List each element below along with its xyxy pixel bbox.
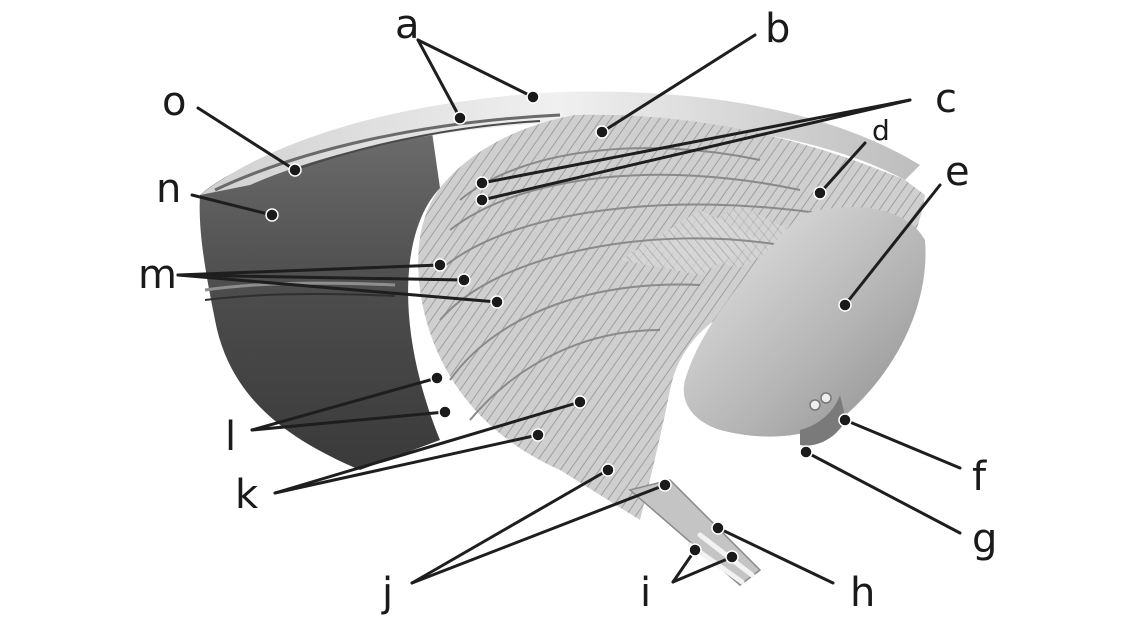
- label-m: m: [138, 252, 177, 298]
- label-f: f: [972, 454, 987, 500]
- bead-edge-right: [800, 395, 846, 446]
- tread-crown: [200, 91, 920, 195]
- label-e: e: [945, 149, 970, 195]
- ply-cut-section: [418, 114, 925, 520]
- tire-illustration: [199, 91, 926, 586]
- leader-lines: [176, 33, 962, 585]
- label-g: g: [972, 516, 997, 562]
- label-c: c: [935, 76, 957, 122]
- label-a: a: [395, 2, 420, 48]
- labels: a b c d e f g h i j k l m n o: [138, 2, 997, 616]
- label-o: o: [162, 79, 186, 125]
- label-b: b: [765, 6, 790, 52]
- label-i: i: [640, 570, 651, 616]
- label-k: k: [235, 472, 259, 518]
- label-j: j: [381, 570, 393, 616]
- inner-liner: [683, 207, 926, 437]
- label-l: l: [225, 414, 236, 460]
- label-n: n: [156, 166, 181, 212]
- label-h: h: [850, 570, 875, 616]
- label-d: d: [872, 114, 890, 147]
